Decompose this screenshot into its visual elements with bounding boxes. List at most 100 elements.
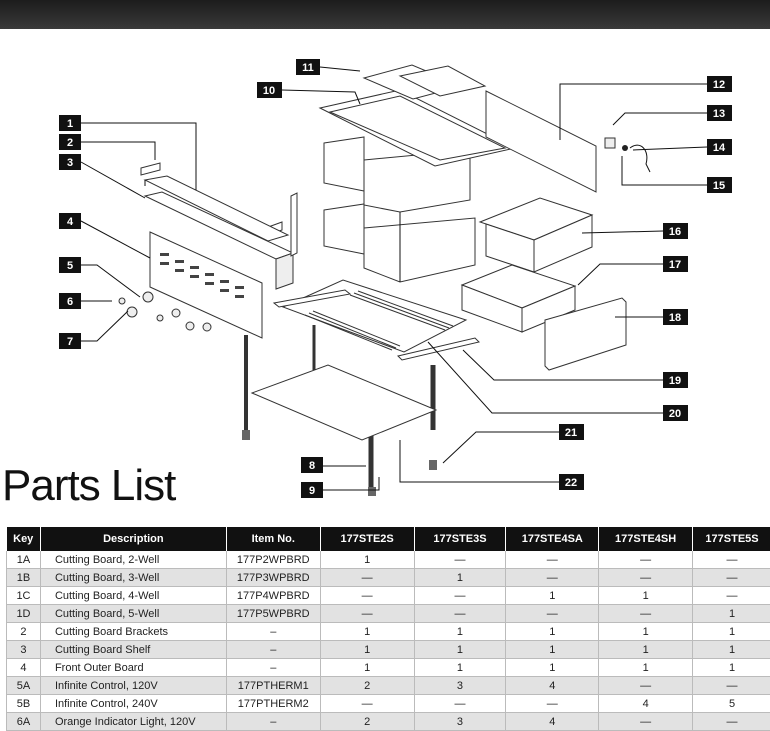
cell-qty: 1 [599,641,693,659]
callout-21: 21 [559,424,584,440]
callout-17: 17 [663,256,688,272]
cell-key: 5A [7,677,41,695]
cell-description: Infinite Control, 120V [40,677,226,695]
svg-text:22: 22 [565,477,577,489]
svg-text:10: 10 [263,85,275,97]
callout-6: 6 [59,293,81,309]
cell-qty: 1 [599,623,693,641]
callout-7: 7 [59,333,81,349]
cell-qty: — [693,551,770,569]
cell-description: Cutting Board, 5-Well [40,605,226,623]
callout-16: 16 [663,223,688,239]
table-row: 1A Cutting Board, 2-Well 177P2WPBRD 1 — … [7,551,770,569]
table-header-row: Key Description Item No. 177STE2S 177STE… [7,527,770,551]
callout-19: 19 [663,372,688,388]
cell-description: Cutting Board, 4-Well [40,587,226,605]
cell-key: 2 [7,623,41,641]
callout-3: 3 [59,154,81,170]
cell-key: 1D [7,605,41,623]
cell-description: Front Outer Board [40,659,226,677]
cell-qty: — [414,587,506,605]
table-row: 1C Cutting Board, 4-Well 177P4WPBRD — — … [7,587,770,605]
cell-description: Cutting Board, 2-Well [40,551,226,569]
cell-qty: — [599,569,693,587]
cell-qty: — [599,551,693,569]
table-row: 1D Cutting Board, 5-Well 177P5WPBRD — — … [7,605,770,623]
svg-text:11: 11 [302,62,314,74]
cell-qty: — [414,695,506,713]
table-row: 1B Cutting Board, 3-Well 177P3WPBRD — 1 … [7,569,770,587]
stand-legs-undershelf-part [242,325,437,496]
cell-qty: 2 [320,677,414,695]
cell-qty: 1 [693,659,770,677]
cell-qty: 1 [506,659,599,677]
cell-item-no: – [226,641,320,659]
callout-22: 22 [559,474,584,490]
callout-14: 14 [707,139,732,155]
svg-text:19: 19 [669,375,681,387]
cell-qty: 1 [599,587,693,605]
table-row: 2 Cutting Board Brackets – 1 1 1 1 1 [7,623,770,641]
col-header-177ste4sa: 177STE4SA [506,527,599,551]
cell-item-no: 177P2WPBRD [226,551,320,569]
cell-qty: — [693,677,770,695]
callout-2: 2 [59,134,81,150]
cell-qty: — [693,569,770,587]
svg-text:8: 8 [309,460,315,472]
cell-qty: 1 [506,587,599,605]
cell-qty: 1 [320,659,414,677]
cell-qty: 1 [693,605,770,623]
callout-20: 20 [663,405,688,421]
col-header-177ste3s: 177STE3S [414,527,506,551]
svg-text:5: 5 [67,260,73,272]
cell-description: Infinite Control, 240V [40,695,226,713]
svg-text:18: 18 [669,312,681,324]
cell-key: 1A [7,551,41,569]
power-cord-part [605,138,650,172]
cell-qty: — [506,551,599,569]
cell-qty: 5 [693,695,770,713]
cell-qty: — [414,551,506,569]
cell-qty: 1 [414,623,506,641]
cell-qty: 4 [506,677,599,695]
top-header-bar [0,0,770,29]
svg-text:16: 16 [669,226,681,238]
table-row: 5A Infinite Control, 120V 177PTHERM1 2 3… [7,677,770,695]
callout-13: 13 [707,105,732,121]
cell-qty: — [599,677,693,695]
cell-key: 3 [7,641,41,659]
svg-text:1: 1 [67,118,73,130]
svg-text:9: 9 [309,485,315,497]
cell-item-no: 177PTHERM2 [226,695,320,713]
svg-text:12: 12 [713,79,725,91]
cell-description: Cutting Board, 3-Well [40,569,226,587]
cell-description: Cutting Board Shelf [40,641,226,659]
col-header-description: Description [40,527,226,551]
cell-qty: 1 [414,659,506,677]
cell-qty: — [506,695,599,713]
cell-qty: 1 [506,641,599,659]
svg-text:14: 14 [713,142,726,154]
cell-qty: 3 [414,677,506,695]
svg-text:4: 4 [67,216,74,228]
svg-text:17: 17 [669,259,681,271]
cell-qty: — [599,605,693,623]
cell-qty: 1 [320,623,414,641]
cutting-board-part [145,176,288,241]
cell-description: Cutting Board Brackets [40,623,226,641]
cell-qty: — [506,605,599,623]
col-header-key: Key [7,527,41,551]
col-header-177ste5s: 177STE5S [693,527,770,551]
callout-1: 1 [59,115,81,131]
callout-18: 18 [663,309,688,325]
cell-qty: — [320,695,414,713]
svg-text:6: 6 [67,296,73,308]
callout-12: 12 [707,76,732,92]
svg-text:21: 21 [565,427,577,439]
table-row: 5B Infinite Control, 240V 177PTHERM2 — —… [7,695,770,713]
cell-item-no: 177P4WPBRD [226,587,320,605]
svg-text:3: 3 [67,157,73,169]
cell-qty: — [320,569,414,587]
table-row: 4 Front Outer Board – 1 1 1 1 1 [7,659,770,677]
cell-item-no: – [226,659,320,677]
